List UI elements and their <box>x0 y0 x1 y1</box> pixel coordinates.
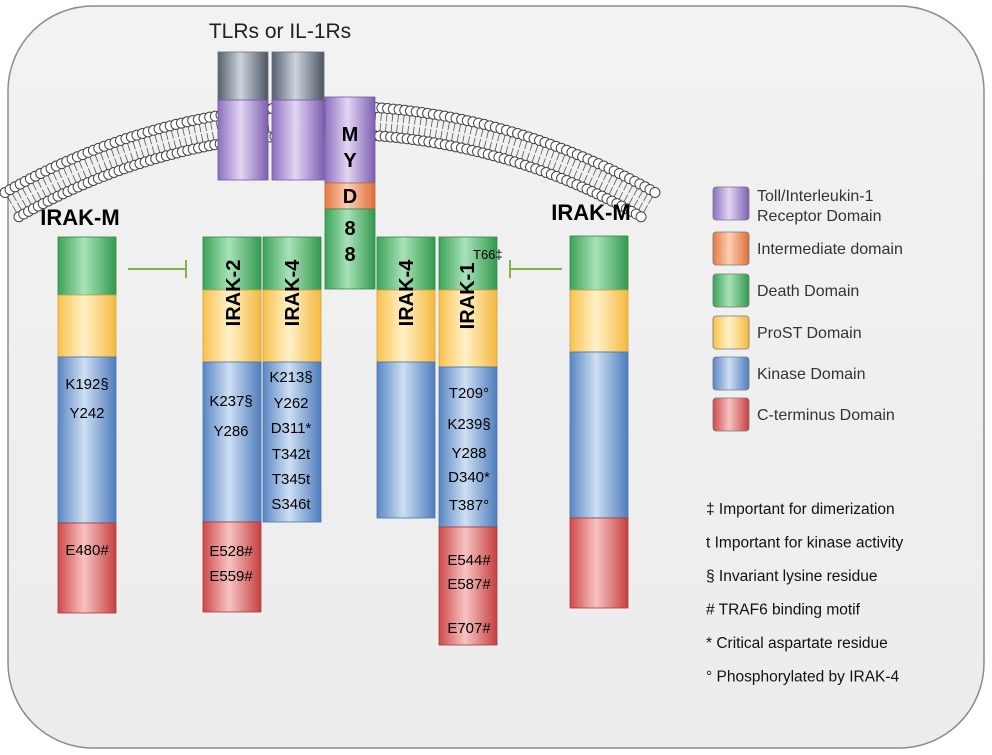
note-line: § Invariant lysine residue <box>706 568 877 585</box>
prost-domain <box>57 294 117 358</box>
residue-label: E480# <box>65 542 109 559</box>
death-domain <box>57 236 117 296</box>
irak-4-left: IRAK-4 K213§ Y262 D311* T342t T345t S346… <box>262 236 322 523</box>
legend-swatch <box>712 273 750 308</box>
residue-label: E587# <box>447 576 491 593</box>
protein-label: IRAK-1 <box>457 263 479 330</box>
myd88-tir-domain <box>324 96 376 184</box>
note-line: # TRAF6 binding motif <box>706 602 861 619</box>
note-line: t Important for kinase activity <box>706 535 904 552</box>
death-domain <box>202 236 262 291</box>
myd88-letter: M <box>342 124 359 146</box>
myd88-intermediate-domain <box>324 182 376 210</box>
kinase-domain <box>57 356 117 524</box>
myd88-letter: 8 <box>344 218 355 240</box>
legend-label: Toll/Interleukin-1 <box>757 188 874 205</box>
legend-swatch <box>712 315 750 350</box>
myd88-letter: Y <box>343 150 357 172</box>
irak-m-left: IRAK-M K192§ Y242 E480# <box>40 205 120 614</box>
myd88: M Y D 8 8 <box>324 96 376 290</box>
residue-label: Y262 <box>273 395 308 412</box>
residue-label: E707# <box>447 620 491 637</box>
protein-label: IRAK-4 <box>396 259 418 327</box>
myd88-letter: D <box>343 186 357 208</box>
note-line: ° Phosphorylated by IRAK-4 <box>706 669 900 686</box>
death-domain <box>569 235 629 291</box>
kinase-domain <box>438 366 498 528</box>
residue-label: K213§ <box>269 369 312 386</box>
irak-4-right: IRAK-4 <box>376 236 436 519</box>
residue-label: E544# <box>447 552 491 569</box>
c-terminus-domain <box>569 517 629 609</box>
residue-label: K237§ <box>209 393 252 410</box>
legend-swatch <box>712 231 750 266</box>
kinase-domain <box>202 361 262 523</box>
note-line: * Critical aspartate residue <box>706 635 888 652</box>
kinase-domain <box>569 351 629 519</box>
receptor-2 <box>271 51 325 181</box>
symbol-notes: ‡ Important for dimerization t Important … <box>706 501 904 686</box>
inhibition-arrow-left <box>128 260 187 278</box>
legend-swatch <box>712 356 750 391</box>
irak-m-right-title: IRAK-M <box>551 200 630 225</box>
c-terminus-domain <box>202 521 262 613</box>
residue-label: Y288 <box>451 445 486 462</box>
c-terminus-domain <box>438 526 498 646</box>
legend-label: Receptor Domain <box>757 208 882 225</box>
residue-label: E559# <box>209 568 253 585</box>
residue-label: T66‡ <box>473 247 503 262</box>
legend-swatch <box>712 186 750 221</box>
legend-label: ProST Domain <box>757 325 862 342</box>
irak-m-right: IRAK-M <box>551 200 631 609</box>
irak-1: IRAK-1 T66‡ T209° K239§ Y288 D340* T387°… <box>438 236 503 646</box>
irak-m-left-title: IRAK-M <box>40 205 119 230</box>
irak-2: IRAK-2 K237§ Y286 E528# E559# <box>202 236 262 613</box>
death-domain <box>376 236 436 291</box>
prost-domain <box>202 289 262 363</box>
residue-label: E528# <box>209 543 253 560</box>
legend-label: Intermediate domain <box>757 241 903 258</box>
residue-label: Y242 <box>69 405 104 422</box>
residue-label: S346t <box>271 496 311 513</box>
kinase-domain <box>376 361 436 519</box>
residue-label: K239§ <box>447 416 490 433</box>
inhibition-arrow-right <box>509 260 562 278</box>
residue-label: T342t <box>272 446 311 463</box>
residue-label: Y286 <box>213 423 248 440</box>
legend-label: C-terminus Domain <box>757 407 895 424</box>
residue-label: K192§ <box>65 376 108 393</box>
prost-domain <box>376 289 436 363</box>
myd88-letter: 8 <box>344 244 355 266</box>
residue-label: T209° <box>449 385 489 402</box>
receptor-label: TLRs or IL-1Rs <box>209 20 351 43</box>
protein-label: IRAK-4 <box>282 259 304 327</box>
residue-label: D340* <box>448 469 490 486</box>
prost-domain <box>569 289 629 353</box>
residue-label: T345t <box>272 471 311 488</box>
protein-label: IRAK-2 <box>223 260 245 327</box>
legend-swatch <box>712 397 750 432</box>
death-domain <box>262 236 322 291</box>
kinase-domain <box>262 361 322 523</box>
prost-domain <box>262 289 322 363</box>
residue-label: D311* <box>271 420 312 437</box>
legend-label: Death Domain <box>757 283 859 300</box>
c-terminus-domain <box>57 522 117 614</box>
myd88-death-domain <box>324 208 376 290</box>
prost-domain <box>438 289 498 368</box>
legend-label: Kinase Domain <box>757 366 866 383</box>
note-line: ‡ Important for dimerization <box>706 501 895 518</box>
receptor-1 <box>217 51 269 181</box>
residue-label: T387° <box>449 497 489 514</box>
